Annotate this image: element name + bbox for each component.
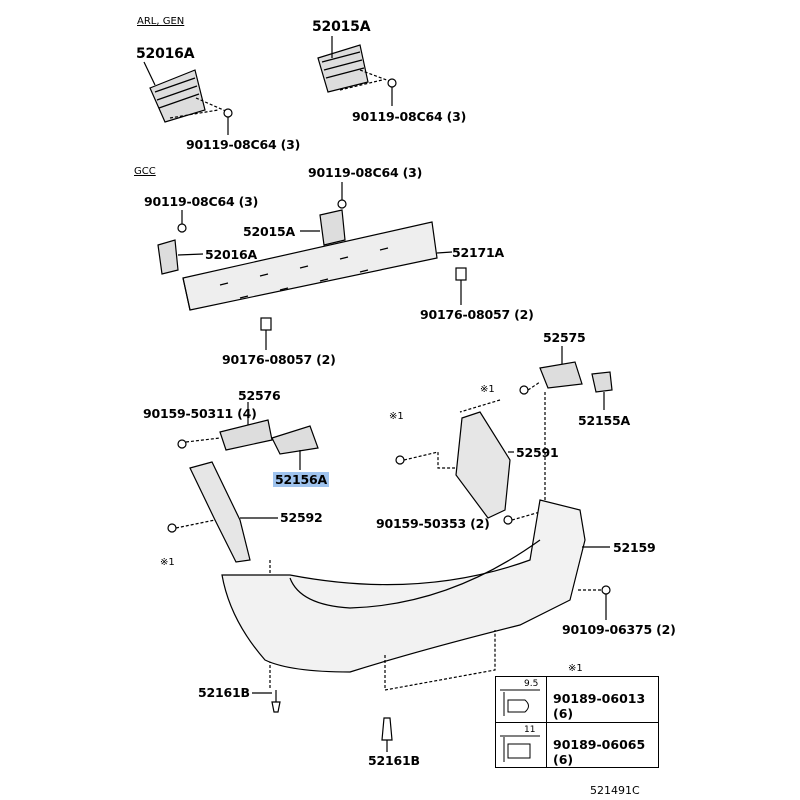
- clip-icon: 11: [496, 723, 547, 768]
- part-label-52159[interactable]: 52159: [613, 540, 656, 555]
- bracket-52016a-gcc: [157, 239, 179, 275]
- part-label-bolt[interactable]: 90119-08C64 (3): [144, 194, 259, 209]
- fastener-legend-table: 9.5 90189-06013 (6) 11 90189-06065 (6): [495, 676, 659, 768]
- part-label-bolt[interactable]: 90119-08C64 (3): [352, 109, 467, 124]
- part-label-52576[interactable]: 52576: [238, 388, 281, 403]
- part-label-52591[interactable]: 52591: [516, 445, 559, 460]
- section-arl-gen: ARL, GEN: [137, 16, 185, 27]
- part-label-nut[interactable]: 90176-08057 (2): [222, 352, 336, 367]
- section-gcc: GCC: [134, 166, 156, 177]
- bracket-52015a-top: [317, 36, 397, 106]
- part-label-nut[interactable]: 90176-08057 (2): [420, 307, 534, 322]
- part-label-52575[interactable]: 52575: [543, 330, 586, 345]
- reinforcement-52171a: [182, 221, 453, 311]
- diagram-id: 521491C: [590, 784, 640, 797]
- legend-part[interactable]: 90189-06065 (6): [553, 737, 646, 767]
- part-label-52016a[interactable]: 52016A: [136, 46, 195, 62]
- part-label-screw[interactable]: 90159-50353 (2): [376, 516, 490, 531]
- part-label-screw[interactable]: 90109-06375 (2): [562, 622, 676, 637]
- part-label-52161b[interactable]: 52161B: [368, 753, 420, 768]
- clip-icon: 9.5: [496, 677, 547, 722]
- legend-dim: 11: [524, 725, 536, 735]
- part-label-52161b[interactable]: 52161B: [198, 685, 250, 700]
- bumper-cover-52159: [221, 499, 586, 673]
- legend-part[interactable]: 90189-06013 (6): [553, 691, 646, 721]
- note-ref: ※1: [389, 411, 404, 422]
- part-label-bolt[interactable]: 90119-08C64 (3): [186, 137, 301, 152]
- part-label-52156a-highlighted[interactable]: 52156A: [273, 472, 329, 487]
- bracket-52015a-gcc: [319, 209, 346, 246]
- part-label-52155a[interactable]: 52155A: [578, 413, 630, 428]
- legend-row: 9.5 90189-06013 (6): [496, 677, 658, 722]
- part-label-screw[interactable]: 90159-50311 (4): [143, 406, 257, 421]
- part-label-52592[interactable]: 52592: [280, 510, 323, 525]
- part-label-52015a[interactable]: 52015A: [312, 19, 371, 35]
- part-label-52171a[interactable]: 52171A: [452, 245, 504, 260]
- part-label-bolt[interactable]: 90119-08C64 (3): [308, 165, 423, 180]
- legend-dim: 9.5: [524, 679, 539, 689]
- legend-title: ※1: [568, 663, 583, 674]
- part-label-52015a[interactable]: 52015A: [243, 224, 295, 239]
- part-label-52016a[interactable]: 52016A: [205, 247, 257, 262]
- legend-row: 11 90189-06065 (6): [496, 722, 658, 768]
- note-ref: ※1: [480, 384, 495, 395]
- bracket-52016a-top: [143, 61, 233, 135]
- note-ref: ※1: [160, 557, 175, 568]
